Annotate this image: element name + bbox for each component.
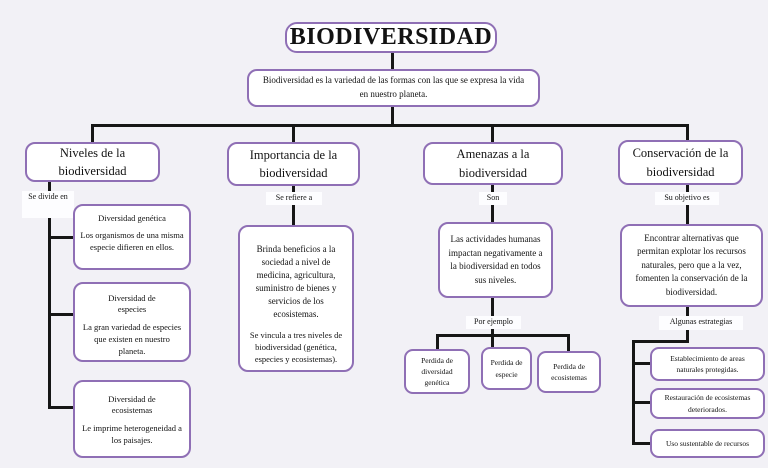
connector-drop-amenazas	[491, 124, 494, 143]
connector-horizontal-bus	[91, 124, 689, 127]
connector-label-niveles-text: Se divide en	[28, 192, 68, 201]
node-diversidad-genetica-title: Diversidad genética	[98, 213, 166, 223]
branch-header-amenazas: Amenazas a la biodiversidad	[423, 142, 563, 185]
node-importancia-body: Brinda beneficios a la sociedad a nivel …	[238, 225, 354, 372]
node-perdida-especie-text: Perdida de especie	[490, 358, 523, 379]
connector-drop-example-1	[436, 334, 439, 350]
connector-niveles-spine	[48, 182, 51, 409]
node-diversidad-genetica-body: Los organismos de una misma especie difi…	[80, 230, 184, 253]
connector-label-conservacion-text: Su objetivo es	[664, 193, 710, 202]
connector-estrategias-spine	[632, 340, 635, 445]
connector-stub-estrategia-2	[632, 401, 650, 404]
connector-label-importancia: Se refiere a	[266, 192, 322, 205]
node-estrategia-restauracion-text: Restauración de ecosistemas deteriorados…	[664, 393, 751, 414]
branch-header-importancia-text: Importancia de la biodiversidad	[249, 147, 338, 180]
branch-header-niveles-text: Niveles de la biodiversidad	[58, 145, 127, 178]
node-perdida-ecosistemas-text: Perdida de ecosistemas	[551, 361, 587, 382]
branch-header-conservacion: Conservación de la biodiversidad	[618, 140, 743, 185]
connector-stub-niveles-1	[48, 236, 74, 239]
connector-label-amenazas-text: Son	[486, 193, 500, 202]
map-title-text: BIODIVERSIDAD	[289, 24, 493, 50]
node-importancia-paragraph-2: Se vincula a tres niveles de biodiversid…	[249, 330, 343, 365]
node-diversidad-ecosistemas-body: Le imprime heterogeneidad a los paisajes…	[82, 422, 182, 445]
connector-label-estrategias: Algunas estrategias	[659, 316, 743, 330]
branch-header-conservacion-text: Conservación de la biodiversidad	[632, 146, 729, 179]
connector-label-estrategias-text: Algunas estrategias	[669, 317, 733, 326]
node-estrategia-areas-protegidas: Establecimiento de areas naturales prote…	[650, 347, 765, 381]
connector-title-to-definition	[391, 53, 394, 70]
connector-stub-niveles-3	[48, 406, 74, 409]
node-diversidad-especies: Diversidad de especies La gran variedad …	[73, 282, 191, 362]
node-perdida-genetica: Perdida de diversidad genética	[404, 349, 470, 394]
branch-header-importancia: Importancia de la biodiversidad	[227, 142, 360, 186]
connector-drop-conservacion	[686, 124, 689, 141]
connector-drop-importancia	[292, 124, 295, 143]
connector-label-por-ejemplo: Por ejemplo	[466, 316, 521, 329]
connector-label-por-ejemplo-text: Por ejemplo	[474, 317, 513, 326]
node-perdida-ecosistemas: Perdida de ecosistemas	[537, 351, 601, 393]
connector-label-amenazas: Son	[479, 192, 507, 205]
connector-stub-estrategia-3	[632, 442, 650, 445]
connector-definition-to-bus	[391, 107, 394, 126]
branch-header-niveles: Niveles de la biodiversidad	[25, 142, 160, 182]
node-estrategia-areas-protegidas-text: Establecimiento de areas naturales prote…	[670, 353, 745, 374]
map-title-node: BIODIVERSIDAD	[285, 22, 497, 53]
connector-importancia-spine	[292, 186, 295, 226]
node-estrategia-uso-sustentable: Uso sustentable de recursos	[650, 429, 765, 458]
node-amenazas-body: Las actividades humanas impactan negativ…	[438, 222, 553, 298]
connector-estrategias-elbow	[632, 340, 689, 343]
connector-label-conservacion: Su objetivo es	[655, 192, 719, 205]
node-importancia-paragraph-1: Brinda beneficios a la sociedad a nivel …	[255, 244, 337, 320]
node-diversidad-especies-body: La gran variedad de especies que existen…	[82, 321, 182, 356]
node-estrategia-restauracion: Restauración de ecosistemas deteriorados…	[650, 388, 765, 419]
definition-node: Biodiversidad es la variedad de las form…	[247, 69, 540, 107]
connector-amenazas-examples-bus	[436, 334, 570, 337]
node-diversidad-ecosistemas: Diversidad de ecosistemas Le imprime het…	[73, 380, 191, 458]
node-perdida-genetica-text: Perdida de diversidad genética	[421, 355, 453, 388]
node-amenazas-body-text: Las actividades humanas impactan negativ…	[448, 234, 543, 285]
node-diversidad-especies-title: Diversidad de especies	[108, 293, 156, 315]
connector-conservacion-spine-top	[686, 185, 689, 225]
connector-drop-example-2	[491, 334, 494, 348]
node-diversidad-genetica: Diversidad genética Los organismos de un…	[73, 204, 191, 270]
connector-drop-example-3	[567, 334, 570, 352]
connector-label-niveles: Se divide en	[22, 191, 74, 218]
node-conservacion-body: Encontrar alternativas que permitan expl…	[620, 224, 763, 307]
connector-label-importancia-text: Se refiere a	[275, 193, 313, 202]
node-perdida-especie: Perdida de especie	[481, 347, 532, 390]
definition-text: Biodiversidad es la variedad de las form…	[262, 75, 525, 99]
connector-drop-niveles	[91, 124, 94, 143]
node-diversidad-ecosistemas-title: Diversidad de ecosistemas	[108, 394, 156, 416]
node-conservacion-body-text: Encontrar alternativas que permitan expl…	[635, 232, 748, 297]
connector-stub-estrategia-1	[632, 362, 650, 365]
node-estrategia-uso-sustentable-text: Uso sustentable de recursos	[665, 438, 750, 448]
branch-header-amenazas-text: Amenazas a la biodiversidad	[456, 147, 530, 180]
connector-stub-niveles-2	[48, 313, 74, 316]
